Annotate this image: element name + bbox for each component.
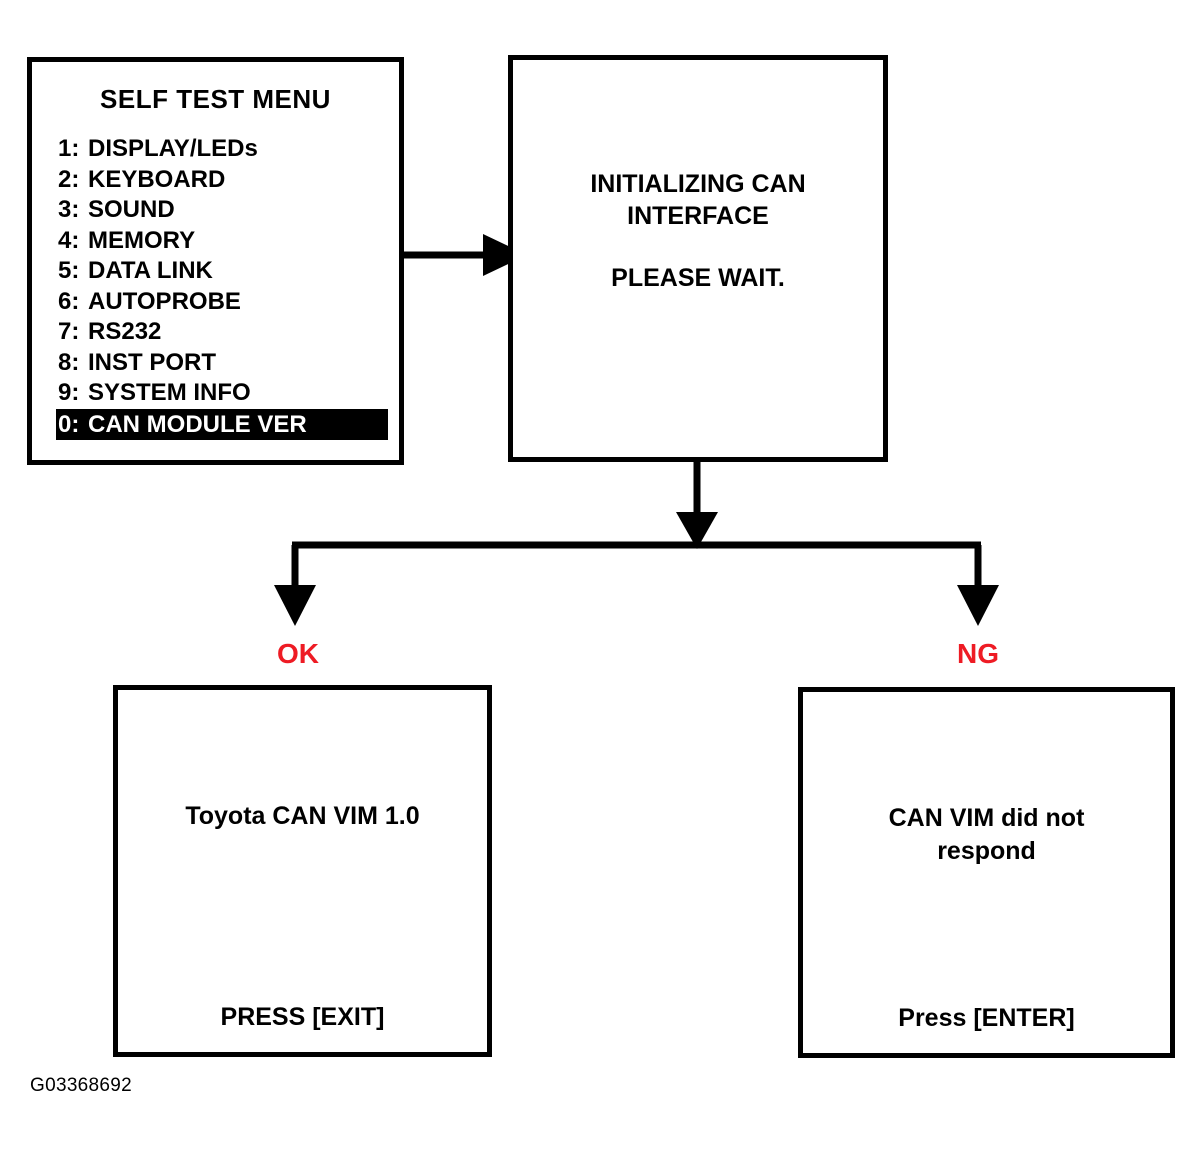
menu-item-label: DISPLAY/LEDs [88, 135, 258, 162]
menu-item-inst-port[interactable]: 8: INST PORT [58, 348, 388, 379]
menu-item-display-leds[interactable]: 1: DISPLAY/LEDs [58, 134, 388, 165]
ng-footer-prompt: Press [ENTER] [898, 1004, 1075, 1032]
menu-item-label: KEYBOARD [88, 165, 226, 193]
init-line-1: INITIALIZING CAN [590, 170, 806, 198]
menu-item-key: 9: [58, 379, 80, 406]
menu-item-label: RS232 [88, 318, 162, 345]
menu-item-key: 6: [58, 287, 80, 315]
initializing-screen: INITIALIZING CAN INTERFACE PLEASE WAIT. [508, 55, 888, 462]
menu-item-autoprobe[interactable]: 6: AUTOPROBE [58, 287, 388, 318]
menu-title: SELF TEST MENU [100, 84, 331, 114]
menu-item-key: 5: [58, 257, 80, 284]
ng-message-line-2: respond [937, 837, 1036, 865]
initializing-message: INITIALIZING CAN INTERFACE PLEASE WAIT. [513, 168, 883, 294]
figure-caption-id: G03368692 [30, 1075, 133, 1096]
menu-item-system-info[interactable]: 9: SYSTEM INFO [58, 378, 388, 409]
menu-item-key: 7: [58, 318, 80, 345]
menu-item-label: MEMORY [88, 226, 196, 254]
menu-item-keyboard[interactable]: 2: KEYBOARD [58, 165, 388, 196]
init-line-3: PLEASE WAIT. [611, 264, 785, 292]
menu-item-data-link[interactable]: 5: DATA LINK [58, 256, 388, 287]
ok-message: Toyota CAN VIM 1.0 [118, 800, 487, 833]
ok-message-line-1: Toyota CAN VIM 1.0 [185, 802, 420, 830]
init-blank-line [513, 232, 883, 262]
menu-item-can-module-ver[interactable]: 0: CAN MODULE VER [56, 408, 388, 440]
menu-item-key: 8: [58, 348, 80, 376]
menu-item-sound[interactable]: 3: SOUND [58, 195, 388, 226]
init-line-2: INTERFACE [627, 202, 769, 230]
ng-message: CAN VIM did not respond [803, 802, 1170, 868]
ng-message-line-1: CAN VIM did not [888, 804, 1085, 832]
menu-item-key: 2: [58, 165, 80, 193]
ok-result-screen: Toyota CAN VIM 1.0 PRESS [EXIT] [113, 685, 492, 1057]
menu-item-label: SOUND [88, 196, 175, 223]
menu-item-key: 1: [58, 135, 80, 162]
self-test-menu-screen: SELF TEST MENU 1: DISPLAY/LEDs 2: KEYBOARD… [27, 57, 404, 465]
menu-item-key: 3: [58, 196, 80, 223]
menu-item-label: DATA LINK [88, 257, 213, 284]
menu-item-label: INST PORT [88, 348, 217, 376]
ok-footer-prompt: PRESS [EXIT] [220, 1003, 385, 1031]
menu-item-rs232[interactable]: 7: RS232 [58, 317, 388, 348]
menu-item-label: CAN MODULE VER [88, 410, 307, 438]
menu-list: 1: DISPLAY/LEDs 2: KEYBOARD 3: SOUND 4: MEMO… [56, 134, 388, 440]
branch-label-ng: NG [957, 638, 999, 669]
branch-label-ok: OK [277, 638, 319, 669]
menu-item-key: 4: [58, 226, 80, 254]
menu-item-memory[interactable]: 4: MEMORY [58, 226, 388, 257]
ng-result-screen: CAN VIM did not respond Press [ENTER] [798, 687, 1175, 1058]
menu-item-label: SYSTEM INFO [88, 379, 251, 406]
menu-item-key: 0: [58, 410, 80, 438]
menu-item-label: AUTOPROBE [88, 287, 241, 315]
